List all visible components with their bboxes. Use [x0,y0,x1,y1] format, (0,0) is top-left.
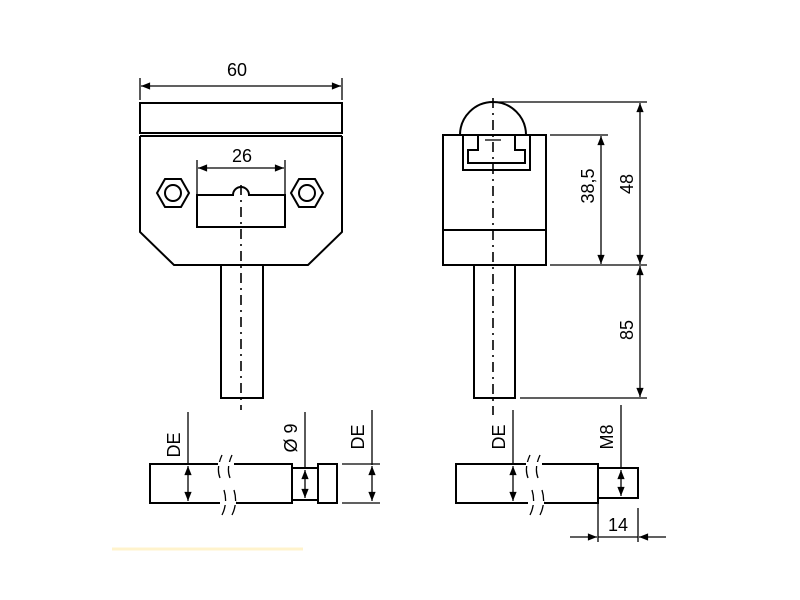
nut-label: DE [348,424,368,449]
mounting-rail [139,102,343,134]
diameter-label: Ø 9 [281,423,301,452]
detail-right: DE M8 14 [455,405,666,542]
slot-width-label: 26 [232,146,252,166]
length-label: 14 [608,515,628,535]
cable-label: DE [489,424,509,449]
body-height-label: 38,5 [578,168,598,203]
height-label: 48 [617,174,637,194]
detail-left: DE Ø 9 DE [112,410,380,551]
break-mark [525,454,545,516]
hex-nut-right-icon [289,178,325,208]
front-view: 60 26 [139,60,343,410]
cable [149,463,293,504]
width-label: 60 [227,60,247,80]
stem [220,264,264,399]
stem-length-label: 85 [617,320,637,340]
m8-thread [597,467,639,499]
break-mark [217,454,237,516]
connector-nut [317,463,338,504]
hex-nut-left-icon [155,178,191,208]
side-view: 38,5 48 85 [442,98,647,415]
cable-label: DE [164,432,184,457]
t-slot [462,135,531,171]
thread-label: M8 [597,424,617,449]
side-stem [473,264,516,399]
